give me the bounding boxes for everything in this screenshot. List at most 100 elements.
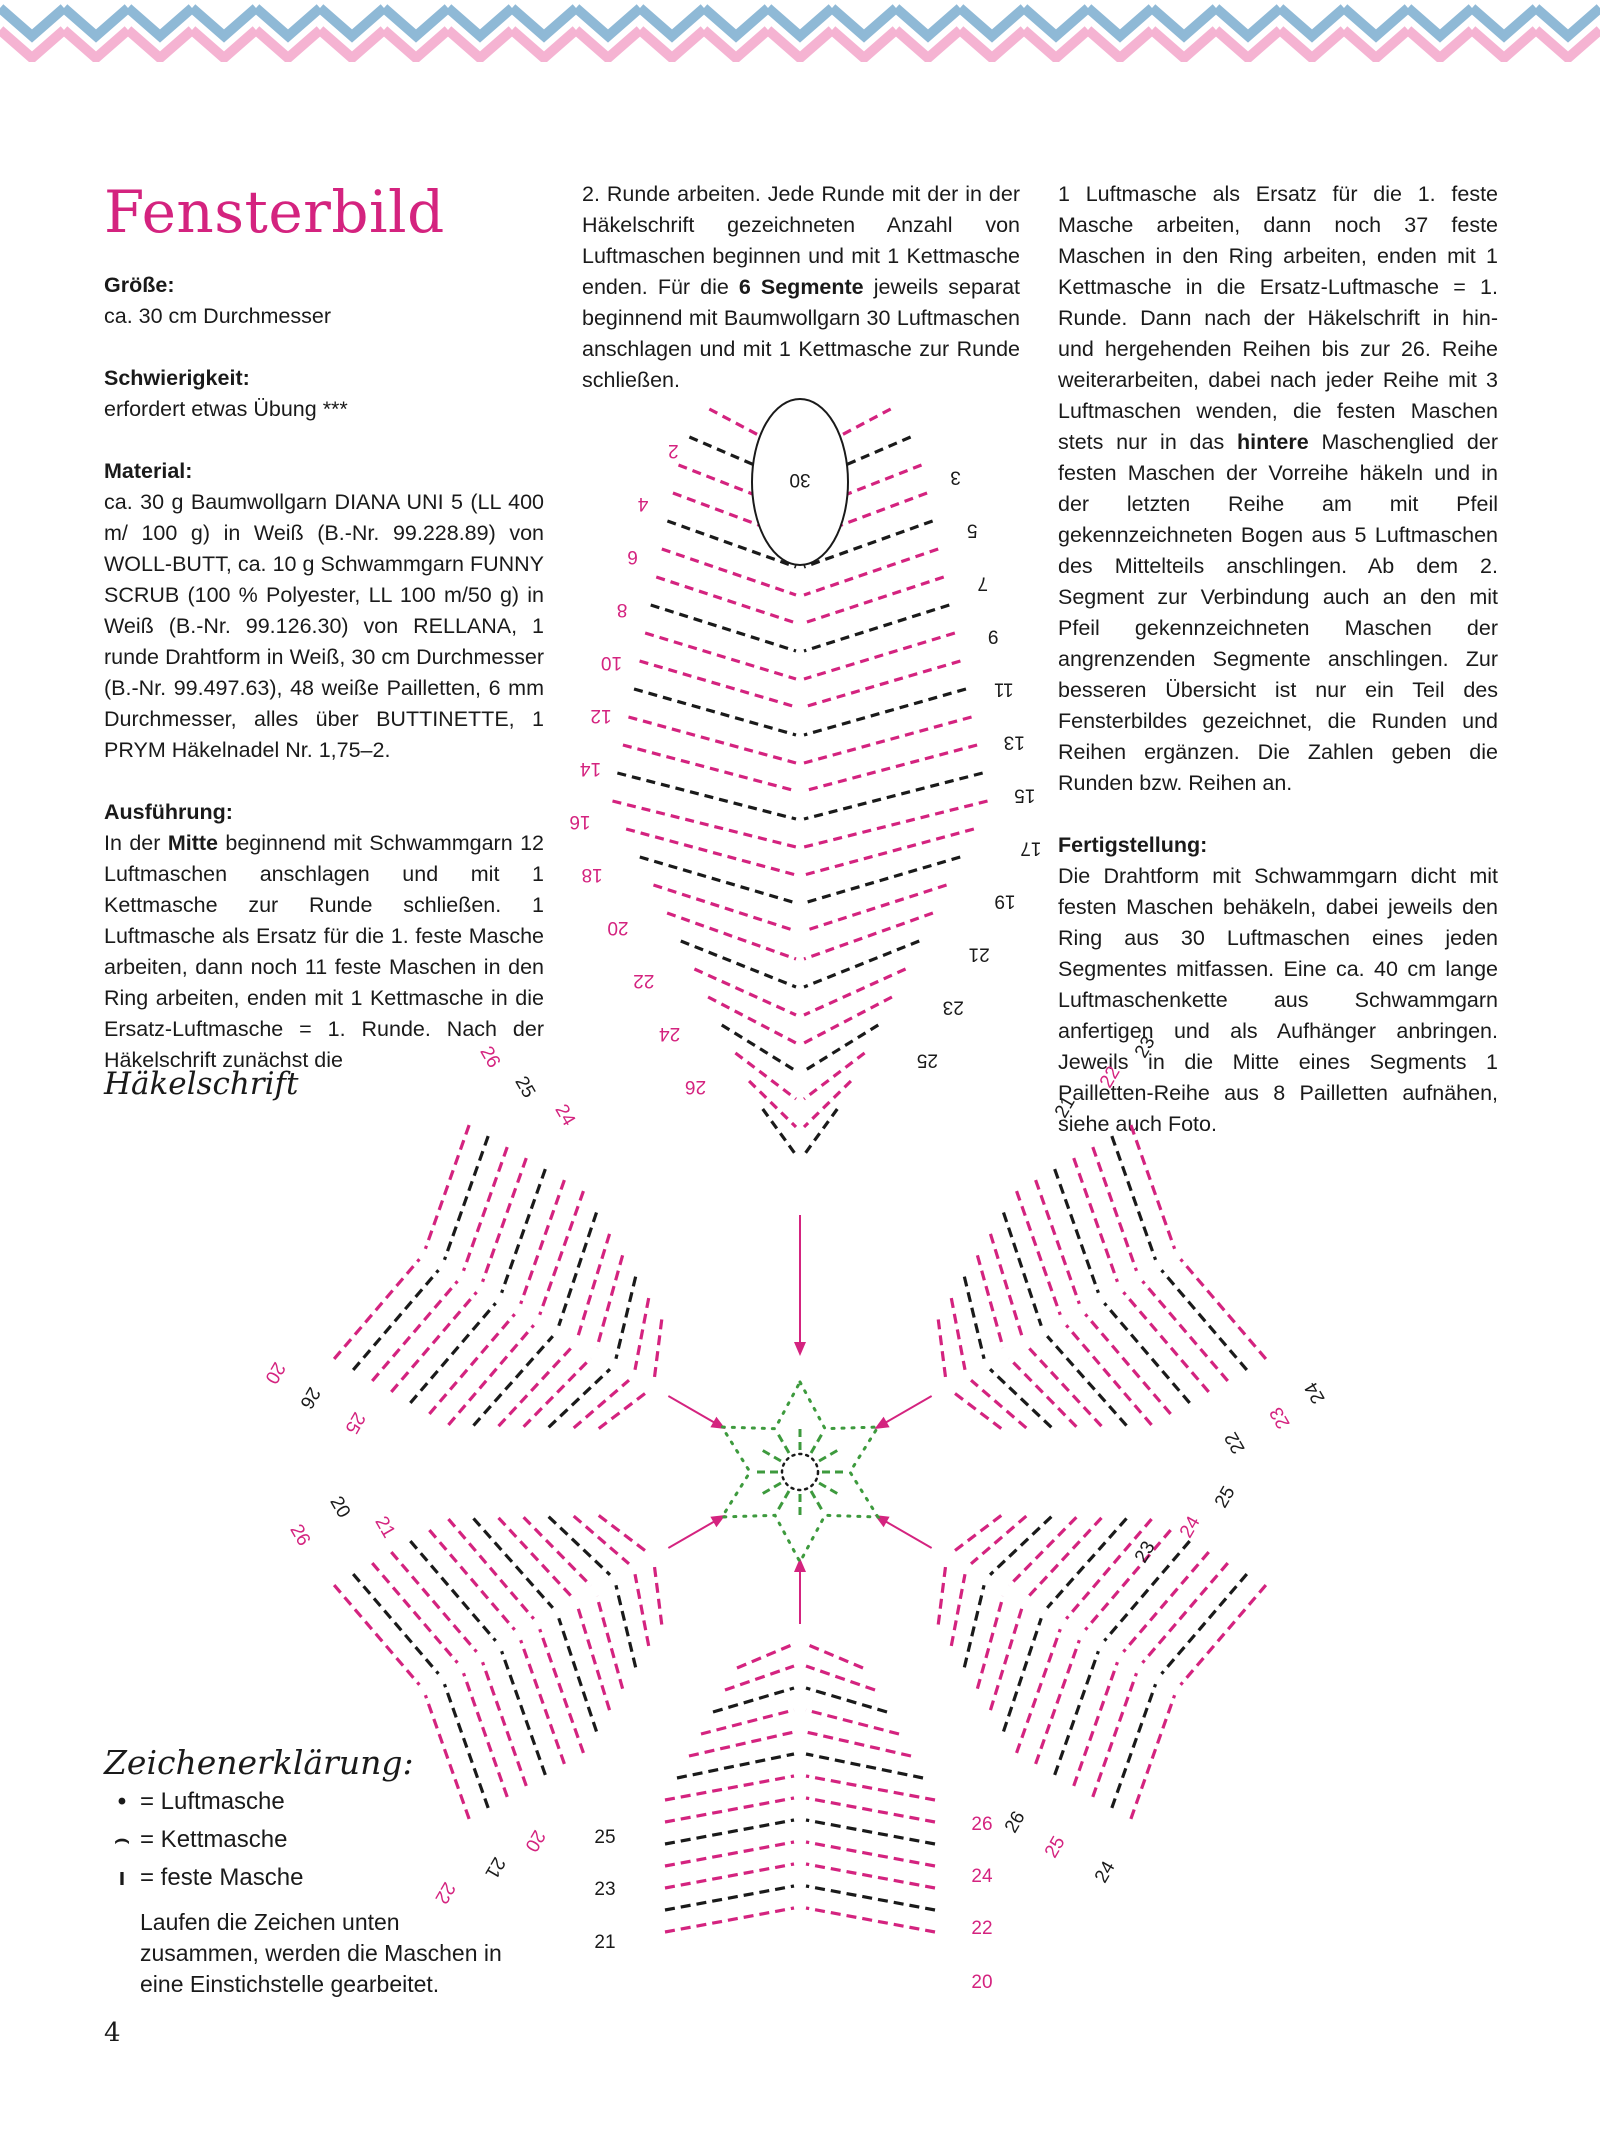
stitch-row (969, 1514, 1028, 1566)
star-ray (774, 1490, 791, 1515)
stitch-row (538, 1628, 585, 1754)
stitch-row (1141, 1280, 1229, 1382)
legend: • = Luftmasche ⌢ = Kettmasche ı = feste … (104, 1783, 524, 2000)
zigzag-blue (572, 4, 644, 43)
stitch-row (612, 799, 797, 849)
legend-item: ı = feste Masche (104, 1859, 524, 1897)
zigzag-blue (124, 4, 196, 43)
zigzag-pink (1212, 26, 1284, 62)
stitch-row (666, 519, 797, 569)
arrow-head (710, 1515, 726, 1528)
stitch-row (538, 1190, 585, 1316)
stitch-row (572, 1514, 631, 1566)
stitch-row (522, 1357, 593, 1428)
row-number: 11 (994, 679, 1014, 700)
legend-label: = Kettmasche (140, 1826, 288, 1853)
zigzag-pink (188, 26, 260, 62)
star-outline (719, 1378, 881, 1566)
stitch-row (1001, 1617, 1043, 1733)
stitch-row (805, 1840, 936, 1868)
row-number: 16 (569, 811, 590, 832)
stitch-row (639, 855, 797, 905)
row-number: 26 (971, 1814, 992, 1835)
stitch-row (1065, 1518, 1153, 1620)
zigzag-blue (636, 4, 708, 43)
stitch-row (805, 1730, 912, 1758)
stitch-row (803, 939, 920, 989)
zigzag-blue (380, 4, 452, 43)
stitch-row (803, 855, 961, 905)
stitch-row (962, 1276, 986, 1360)
stitch-row (708, 407, 797, 457)
stitch-row (962, 1584, 986, 1668)
zigzag-pink (1468, 26, 1540, 62)
stitch-row (639, 659, 797, 709)
arrow-head (874, 1515, 890, 1528)
finishing-text: Die Drahtform mit Schwammgarn dicht mit … (1058, 864, 1498, 1136)
stitch-row (676, 1752, 795, 1780)
stitch-row (650, 603, 797, 653)
diagram-subtitle: Häkelschrift (104, 1066, 299, 1102)
zigzag-pink (892, 26, 964, 62)
row-number: 19 (994, 891, 1015, 912)
row-number: 24 (659, 1023, 681, 1044)
stitch-row (803, 911, 934, 961)
zigzag-pink (1340, 26, 1412, 62)
stitch-row (664, 1840, 795, 1868)
stitch-row (803, 519, 934, 569)
arrow-head (874, 1416, 890, 1429)
row-number: 21 (969, 944, 990, 965)
row-number: 8 (617, 599, 628, 620)
stitch-row (761, 1108, 798, 1156)
row-number: 21 (370, 1513, 399, 1542)
stitch-row (803, 603, 950, 653)
arrow-head (794, 1558, 806, 1572)
row-number: 15 (1014, 785, 1035, 806)
row-number: 24 (971, 1866, 993, 1887)
stitch-row (1007, 1357, 1078, 1428)
zigzag-blue (252, 4, 324, 43)
row-number: 23 (594, 1879, 615, 1900)
stitch-row (969, 1378, 1028, 1430)
zigzag-pink (1276, 26, 1348, 62)
material-heading: Material: (104, 459, 193, 483)
zigzag-blue (1020, 4, 1092, 43)
stitch-row (572, 1378, 631, 1430)
stitch-row (805, 1796, 936, 1824)
stitch-row (805, 1752, 924, 1780)
row-number: 24 (1301, 1378, 1330, 1407)
stitch-row (803, 435, 912, 485)
row-number: 10 (601, 652, 622, 673)
stitch-row (371, 1280, 459, 1382)
zigzag-blue (188, 4, 260, 43)
stitch-row (950, 1514, 1003, 1555)
stitch-row (423, 1124, 471, 1250)
zigzag-pink (444, 26, 516, 62)
stitch-row (547, 1515, 612, 1576)
slip-stitch-icon: ⌢ (114, 1826, 130, 1853)
zigzag-pink (60, 26, 132, 62)
stitch-row (390, 1291, 478, 1393)
stitch-row (949, 1573, 967, 1647)
stitch-row (652, 883, 797, 933)
segment (874, 1514, 1268, 1820)
stitch-row (805, 1708, 900, 1736)
stitch-row (1179, 1584, 1268, 1686)
row-number: 24 (1091, 1857, 1120, 1886)
stitch-row (672, 491, 797, 541)
stitch-row (700, 1708, 795, 1736)
row-number: 12 (590, 705, 611, 726)
stitch-row (1072, 1157, 1119, 1283)
row-number: 25 (917, 1050, 938, 1071)
stitch-row (803, 715, 972, 765)
stitch-row (693, 967, 797, 1017)
row-number: 25 (340, 1408, 369, 1437)
stitch-row (428, 1313, 516, 1415)
stitch-row (805, 1664, 876, 1692)
stitch-row (664, 1884, 795, 1912)
size-heading: Größe: (104, 273, 175, 297)
legend-title: Zeichenerklärung: (104, 1743, 414, 1782)
row-number: 7 (977, 573, 988, 594)
stitch-row (949, 1297, 967, 1371)
legend-item: • = Luftmasche (104, 1783, 524, 1821)
